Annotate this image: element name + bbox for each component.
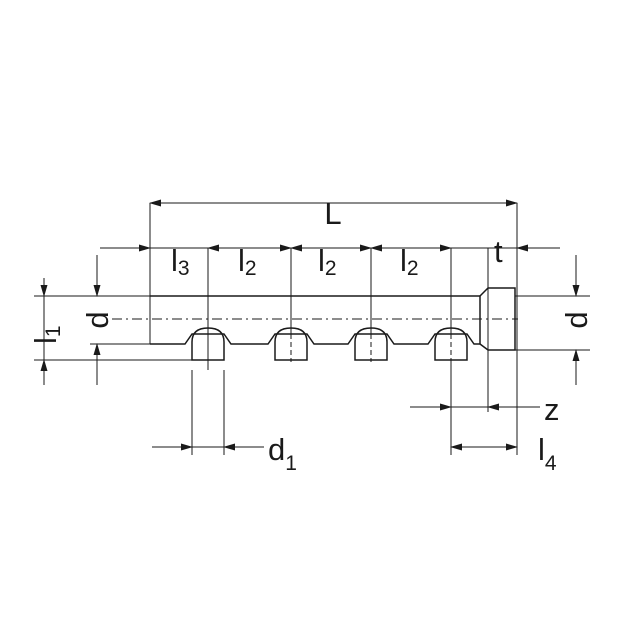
label-l4: l4 xyxy=(538,432,557,475)
label-z: z xyxy=(544,392,560,427)
label-l2-a: l2 xyxy=(238,243,257,280)
label-d-right: d xyxy=(559,311,594,328)
label-l3-main: l xyxy=(171,243,178,278)
label-l2-a-main: l xyxy=(238,243,245,278)
label-d1: d1 xyxy=(268,432,297,475)
extension-lines xyxy=(34,203,590,455)
label-d1-sub: 1 xyxy=(285,452,297,475)
label-l3: l3 xyxy=(171,243,190,280)
label-l4-sub: 4 xyxy=(545,452,557,475)
manifold-body xyxy=(112,203,518,351)
label-l1-main: l xyxy=(28,337,63,344)
label-l2-c-main: l xyxy=(400,243,407,278)
label-d1-main: d xyxy=(268,432,285,467)
label-l4-main: l xyxy=(538,432,545,467)
label-l1-sub: 1 xyxy=(42,325,65,337)
label-l3-sub: 3 xyxy=(178,257,190,280)
pipe-bottom-edge xyxy=(150,333,480,345)
label-l2-b-main: l xyxy=(318,243,325,278)
dimensions: L l3 l2 l2 l2 t d d l1 z d1 xyxy=(28,196,594,475)
label-l2-c: l2 xyxy=(400,243,419,280)
label-d-left: d xyxy=(80,311,115,328)
outlets xyxy=(191,326,468,362)
label-l2-b-sub: 2 xyxy=(325,257,337,280)
label-l2-a-sub: 2 xyxy=(245,257,257,280)
label-L: L xyxy=(324,196,341,231)
label-t: t xyxy=(494,234,503,269)
label-l1: l1 xyxy=(28,325,65,344)
label-l2-b: l2 xyxy=(318,243,337,280)
socket-outline xyxy=(479,287,516,351)
label-l2-c-sub: 2 xyxy=(407,257,419,280)
